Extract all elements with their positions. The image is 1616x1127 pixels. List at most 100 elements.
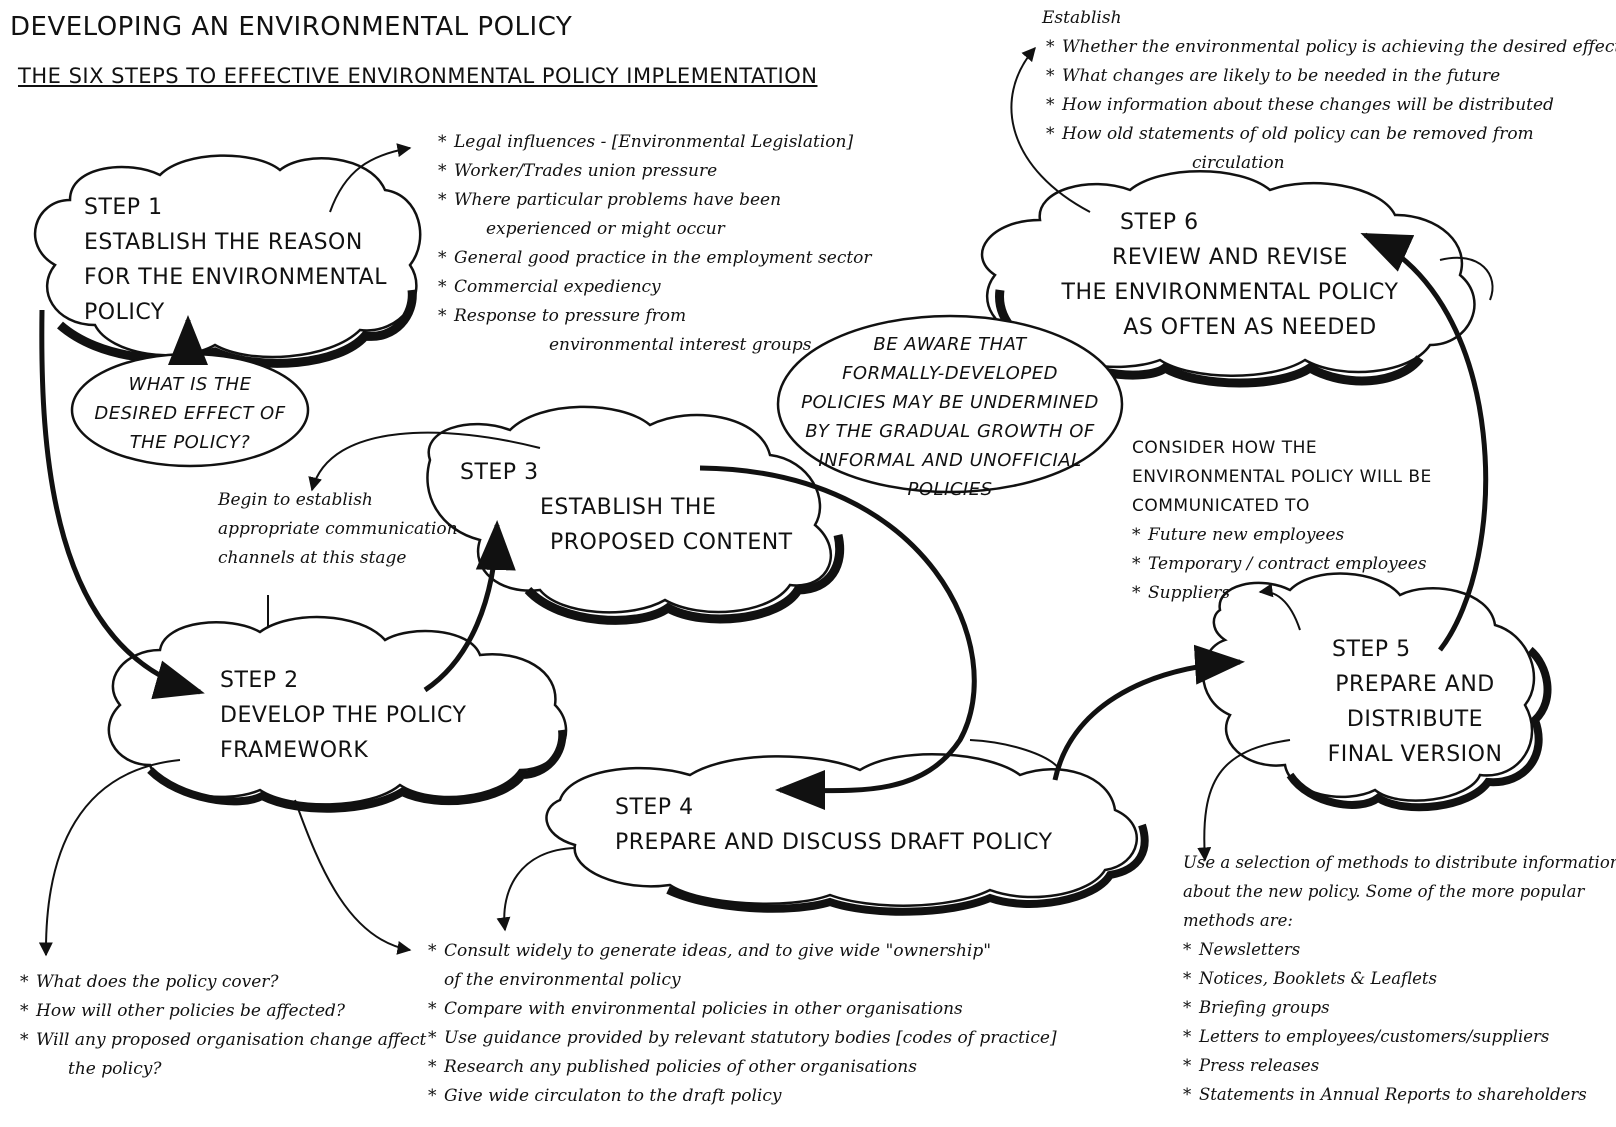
step-6-title-line: THE ENVIRONMENTAL POLICY bbox=[1061, 280, 1399, 305]
distribution-intro-line: Use a selection of methods to distribute… bbox=[1183, 853, 1616, 872]
step-6-number: STEP 6 bbox=[1120, 210, 1199, 235]
list-item: Give wide circulaton to the draft policy bbox=[428, 1082, 1057, 1111]
list-item: Briefing groups bbox=[1183, 993, 1616, 1022]
step-3-label: STEP 3 ESTABLISH THE PROPOSED CONTENT bbox=[460, 455, 793, 560]
arrow-step4-to-actions bbox=[496, 847, 576, 932]
page-subtitle: THE SIX STEPS TO EFFECTIVE ENVIRONMENTAL… bbox=[18, 64, 818, 88]
list-item: Whether the environmental policy is achi… bbox=[1046, 33, 1616, 62]
list-item: General good practice in the employment … bbox=[438, 244, 872, 273]
step-5-label: STEP 5 PREPARE AND DISTRIBUTE FINAL VERS… bbox=[1300, 632, 1530, 772]
be-aware-text: BE AWARE THAT FORMALLY-DEVELOPED POLICIE… bbox=[790, 330, 1110, 504]
arrow-step2-to-step3 bbox=[423, 520, 516, 693]
establish-list: Whether the environmental policy is achi… bbox=[1030, 33, 1616, 178]
communicate-to-heading: ENVIRONMENTAL POLICY WILL BE bbox=[1132, 467, 1432, 487]
step-1-label: STEP 1 ESTABLISH THE REASON FOR THE ENVI… bbox=[84, 190, 387, 330]
step-6-label: STEP 6 REVIEW AND REVISE THE ENVIRONMENT… bbox=[1030, 205, 1430, 345]
arrow-step4-to-step5 bbox=[1052, 644, 1245, 781]
list-item: Use guidance provided by relevant statut… bbox=[428, 1024, 1057, 1053]
step-6-establish-block: Establish Whether the environmental poli… bbox=[1030, 4, 1616, 178]
step-1-reasons-list: Legal influences - [Environmental Legisl… bbox=[438, 128, 872, 360]
list-item-continuation: of the environmental policy bbox=[444, 970, 681, 990]
desired-effect-line: WHAT IS THE bbox=[128, 374, 252, 395]
step-3-number: STEP 3 bbox=[460, 460, 539, 485]
arrow-to-step1-reasons bbox=[329, 143, 412, 213]
step-5-title-line: PREPARE AND bbox=[1335, 672, 1495, 697]
communicate-to-block: CONSIDER HOW THE ENVIRONMENTAL POLICY WI… bbox=[1132, 434, 1432, 608]
step-1-cloud bbox=[33, 154, 422, 368]
communication-note: Begin to establish appropriate communica… bbox=[218, 486, 458, 573]
list-item-continuation: the policy? bbox=[68, 1059, 162, 1079]
step-4-number: STEP 4 bbox=[615, 795, 694, 820]
list-item: Research any published policies of other… bbox=[428, 1053, 1057, 1082]
step-6-title-line: REVIEW AND REVISE bbox=[1112, 245, 1348, 270]
desired-effect-line: THE POLICY? bbox=[129, 432, 251, 453]
page-title: DEVELOPING AN ENVIRONMENTAL POLICY bbox=[10, 12, 573, 42]
arrow-to-communication-note bbox=[308, 431, 541, 492]
distribution-intro-line: methods are: bbox=[1183, 911, 1293, 930]
step-2-number: STEP 2 bbox=[220, 668, 299, 693]
list-item: Letters to employees/customers/suppliers bbox=[1183, 1022, 1616, 1051]
step-4-actions-list: Consult widely to generate ideas, and to… bbox=[428, 937, 1057, 1111]
step-1-number: STEP 1 bbox=[84, 195, 163, 220]
arrow-step5-to-step6 bbox=[1360, 232, 1489, 652]
step-3-cloud bbox=[426, 405, 845, 625]
distribution-methods-block: Use a selection of methods to distribute… bbox=[1183, 848, 1616, 1109]
list-item: How information about these changes will… bbox=[1046, 91, 1616, 120]
list-item: What changes are likely to be needed in … bbox=[1046, 62, 1616, 91]
step-5-number: STEP 5 bbox=[1332, 637, 1411, 662]
step-4-cloud bbox=[545, 752, 1149, 916]
list-item: Compare with environmental policies in o… bbox=[428, 995, 1057, 1024]
be-aware-line: BE AWARE THAT bbox=[873, 334, 1027, 355]
distribution-methods-list: Newsletters Notices, Booklets & Leaflets… bbox=[1183, 935, 1616, 1109]
step-4-title-line: PREPARE AND DISCUSS DRAFT POLICY bbox=[615, 830, 1053, 855]
communication-note-line: Begin to establish bbox=[218, 490, 373, 510]
distribution-intro-line: about the new policy. Some of the more p… bbox=[1183, 882, 1585, 901]
list-item: Notices, Booklets & Leaflets bbox=[1183, 964, 1616, 993]
step-2-label: STEP 2 DEVELOP THE POLICY FRAMEWORK bbox=[220, 663, 466, 768]
step-4-label: STEP 4 PREPARE AND DISCUSS DRAFT POLICY bbox=[615, 790, 1053, 860]
desired-effect-line: DESIRED EFFECT OF bbox=[94, 403, 286, 424]
communication-note-line: appropriate communication bbox=[218, 519, 458, 539]
list-item: Worker/Trades union pressure bbox=[438, 157, 872, 186]
step-1-title-line: ESTABLISH THE REASON bbox=[84, 230, 363, 255]
step-2-questions: What does the policy cover? How will oth… bbox=[20, 968, 426, 1084]
step-1-reasons: Legal influences - [Environmental Legisl… bbox=[438, 128, 872, 360]
be-aware-line: POLICIES bbox=[907, 479, 993, 500]
arrow-to-distribution-methods bbox=[1197, 739, 1291, 862]
step-1-title-line: POLICY bbox=[84, 300, 165, 325]
arrow-step3-to-step4 bbox=[699, 465, 977, 811]
be-aware-line: FORMALLY-DEVELOPED bbox=[842, 363, 1058, 384]
step-5-title-line: FINAL VERSION bbox=[1327, 742, 1503, 767]
step-2-questions-list: What does the policy cover? How will oth… bbox=[20, 968, 426, 1084]
list-item: Future new employees bbox=[1132, 521, 1432, 550]
list-item: Statements in Annual Reports to sharehol… bbox=[1183, 1080, 1616, 1109]
list-item: Will any proposed organisation change af… bbox=[20, 1026, 426, 1084]
line-step4-top bbox=[969, 739, 1061, 771]
be-aware-line: POLICIES MAY BE UNDERMINED bbox=[801, 392, 1099, 413]
list-item-continuation: environmental interest groups bbox=[549, 335, 812, 355]
arrow-step6-to-establish bbox=[1010, 46, 1091, 213]
list-item: Temporary / contract employees bbox=[1132, 550, 1432, 579]
list-item-continuation: circulation bbox=[1192, 153, 1285, 173]
communication-note-line: channels at this stage bbox=[218, 548, 407, 568]
arrow-step1-to-step2 bbox=[39, 309, 205, 700]
list-item: What does the policy cover? bbox=[20, 968, 426, 997]
communicate-to-list: Future new employees Temporary / contrac… bbox=[1132, 521, 1432, 608]
desired-effect-text: WHAT IS THE DESIRED EFFECT OF THE POLICY… bbox=[80, 370, 300, 457]
step-4-actions: Consult widely to generate ideas, and to… bbox=[428, 937, 1057, 1111]
step-3-title-line: ESTABLISH THE bbox=[540, 495, 717, 520]
list-item: How old statements of old policy can be … bbox=[1046, 120, 1616, 178]
list-item: Legal influences - [Environmental Legisl… bbox=[438, 128, 872, 157]
be-aware-line: BY THE GRADUAL GROWTH OF bbox=[805, 421, 1095, 442]
list-item: Commercial expediency bbox=[438, 273, 872, 302]
step-1-title-line: FOR THE ENVIRONMENTAL bbox=[84, 265, 387, 290]
be-aware-line: INFORMAL AND UNOFFICIAL bbox=[818, 450, 1082, 471]
list-item: Consult widely to generate ideas, and to… bbox=[428, 937, 1057, 995]
list-item: Press releases bbox=[1183, 1051, 1616, 1080]
step-3-title-line: PROPOSED CONTENT bbox=[550, 530, 793, 555]
step-5-title-line: DISTRIBUTE bbox=[1346, 707, 1484, 732]
step-6-title-line: AS OFTEN AS NEEDED bbox=[1123, 315, 1377, 340]
be-aware-oval bbox=[776, 314, 1124, 494]
